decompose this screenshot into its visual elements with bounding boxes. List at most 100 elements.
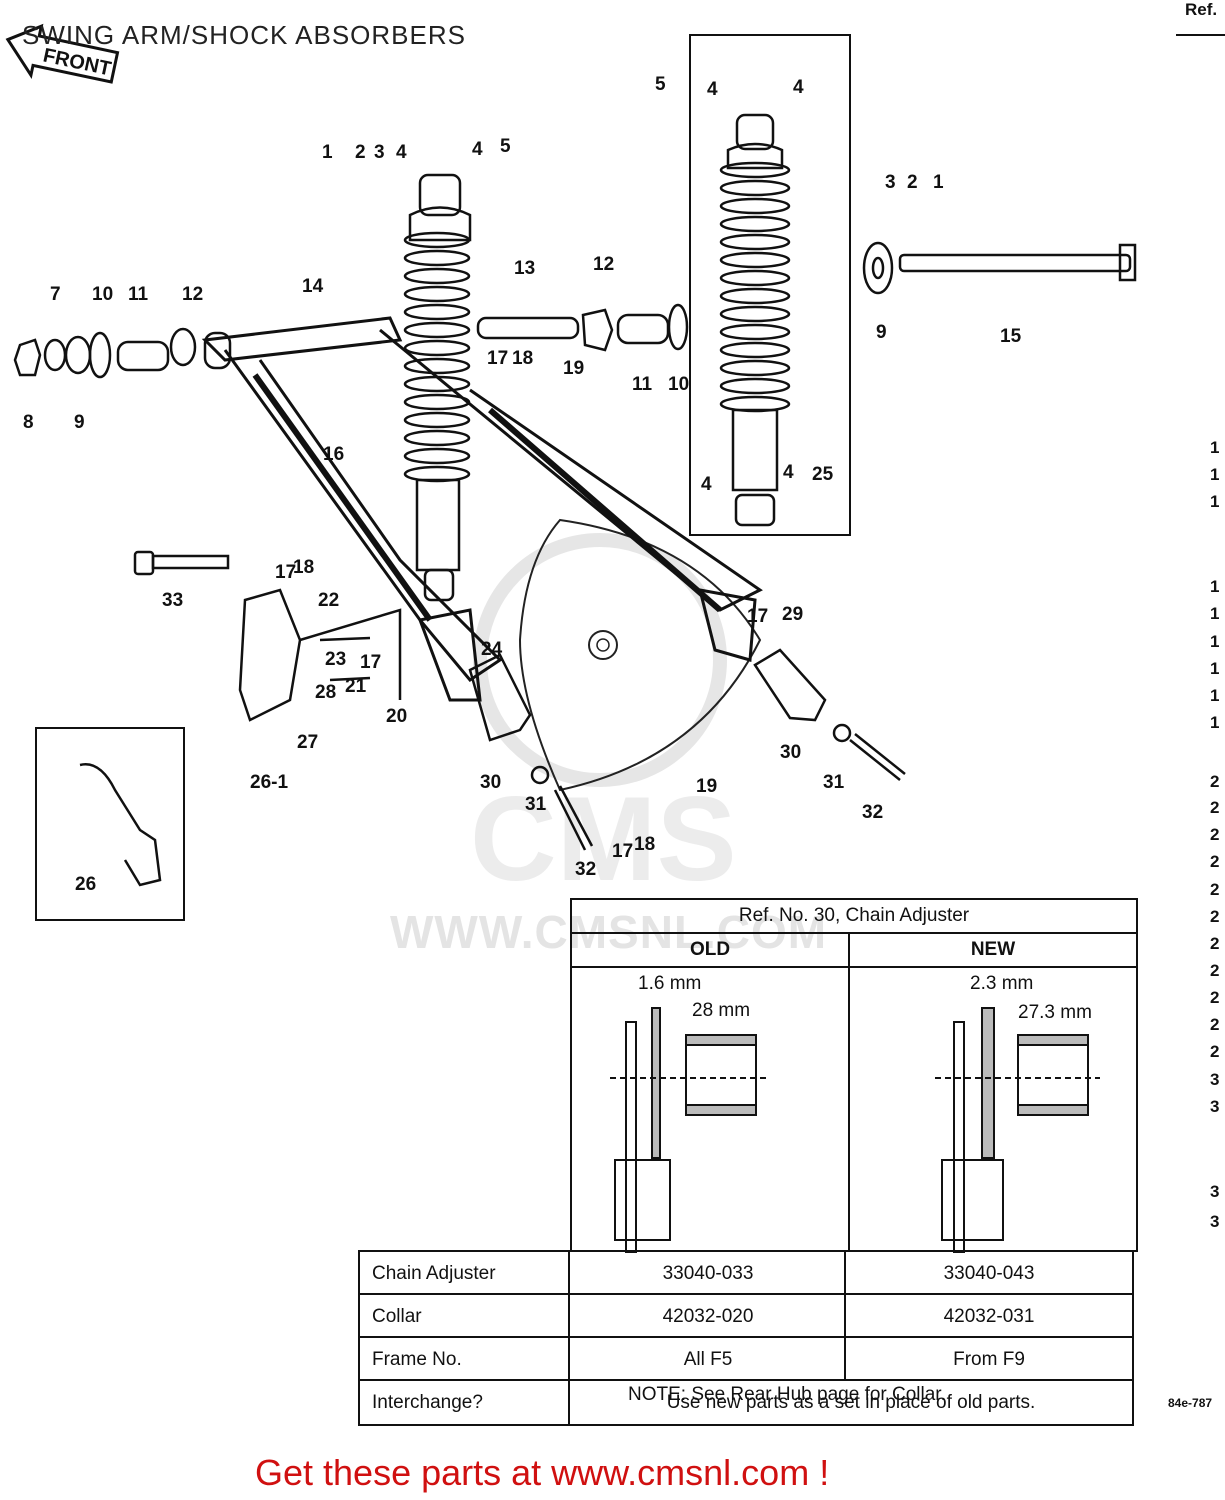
callout-27: 27 — [297, 732, 318, 753]
callout-18: 18 — [293, 557, 314, 578]
callout-4: 4 — [396, 142, 407, 163]
table-row: Chain Adjuster 33040-033 33040-043 — [360, 1252, 1132, 1295]
callout-17: 17 — [747, 606, 768, 627]
front-arrow-icon: FRONT — [5, 23, 120, 84]
edge-ref-number: 2 — [1210, 961, 1220, 980]
callout-4: 4 — [707, 79, 718, 100]
edge-ref-number: 2 — [1210, 852, 1220, 871]
edge-ref-number: 3 — [1210, 1070, 1220, 1089]
edge-ref-number: 3 — [1210, 1097, 1220, 1116]
edge-ref-number: 2 — [1210, 880, 1220, 899]
row-label: Collar — [372, 1306, 422, 1327]
pivot-bushings-center — [476, 303, 689, 352]
callout-1: 1 — [322, 142, 333, 163]
edge-ref-number: 1 — [1210, 659, 1220, 678]
callout-22: 22 — [318, 590, 339, 611]
edge-ref-number: 1 — [1210, 686, 1220, 705]
callout-9: 9 — [876, 322, 887, 343]
callout-12: 12 — [593, 254, 614, 275]
new-part-number: 33040-043 — [943, 1263, 1035, 1284]
callout-21: 21 — [345, 676, 367, 697]
edge-ref-number: 2 — [1210, 1042, 1220, 1061]
callout-30: 30 — [780, 742, 801, 763]
callout-5: 5 — [500, 136, 511, 157]
brake-link-bracket — [238, 588, 402, 722]
callout-29: 29 — [782, 604, 803, 625]
callout-18: 18 — [634, 834, 655, 855]
callout-18: 18 — [512, 348, 533, 369]
edge-ref-number: 1 — [1210, 632, 1220, 651]
callout-10: 10 — [668, 374, 689, 395]
callout-4: 4 — [472, 139, 483, 160]
edge-ref-number: 1 — [1210, 465, 1220, 484]
callout-32: 32 — [575, 859, 596, 880]
edge-ref-number: 3 — [1210, 1182, 1220, 1201]
callout-16: 16 — [323, 444, 344, 465]
edge-ref-number: 1 — [1210, 438, 1220, 457]
chain-adjuster-box: Ref. No. 30, Chain Adjuster OLD NEW — [570, 898, 1138, 1252]
callout-28: 28 — [315, 682, 336, 703]
chain-adjuster-header: Ref. No. 30, Chain Adjuster — [572, 900, 1136, 934]
new-thickness: 2.3 mm — [970, 973, 1034, 994]
callout-3: 3 — [885, 172, 896, 193]
callout-13: 13 — [514, 258, 535, 279]
edge-ref-number: 2 — [1210, 1015, 1220, 1034]
callout-17: 17 — [360, 652, 381, 673]
callout-11: 11 — [128, 284, 149, 305]
edge-ref-number: 2 — [1210, 825, 1220, 844]
callout-31: 31 — [823, 772, 845, 793]
ref-header: Ref. — [1185, 0, 1218, 19]
footer-link-text[interactable]: Get these parts at www.cmsnl.com ! — [255, 1452, 830, 1493]
callout-12: 12 — [182, 284, 203, 305]
column-divider — [848, 932, 850, 1250]
callout-17: 17 — [612, 841, 633, 862]
callout-23: 23 — [325, 649, 346, 670]
callout-2: 2 — [907, 172, 918, 193]
parts-comparison-table: Chain Adjuster 33040-033 33040-043 Colla… — [358, 1250, 1134, 1426]
table-row: Collar 42032-020 42032-031 — [360, 1295, 1132, 1338]
callout-3: 3 — [374, 142, 385, 163]
callout-2: 2 — [355, 142, 366, 163]
edge-ref-number: 2 — [1210, 934, 1220, 953]
callout-24: 24 — [481, 639, 503, 660]
chain-adjusters — [468, 648, 827, 742]
right-shock-absorber — [719, 113, 791, 527]
edge-ref-number: 2 — [1210, 798, 1220, 817]
row-label: Chain Adjuster — [372, 1263, 496, 1284]
callout-5: 5 — [655, 74, 666, 95]
callout-19: 19 — [696, 776, 717, 797]
callout-1: 1 — [933, 172, 944, 193]
callout-11: 11 — [632, 374, 653, 395]
callout-19: 19 — [563, 358, 584, 379]
table-row: Interchange? Use new parts as a set in p… — [360, 1381, 1132, 1424]
sprocket-disc — [518, 518, 762, 792]
old-column-header: OLD — [572, 932, 848, 968]
edge-ref-number: 2 — [1210, 988, 1220, 1007]
old-part-number: 33040-033 — [662, 1263, 754, 1284]
callout-30: 30 — [480, 772, 501, 793]
ref-header-rule — [1176, 34, 1225, 36]
adjuster-bolts-32 — [530, 723, 906, 851]
callout-32: 32 — [862, 802, 883, 823]
pivot-shaft — [862, 241, 1137, 295]
right-shock-spring — [719, 161, 791, 413]
edge-ref-number: 3 — [1210, 1212, 1220, 1231]
callout-26-1: 26-1 — [250, 772, 288, 793]
edge-ref-number: 1 — [1210, 604, 1220, 623]
edge-ref-number: 1 — [1210, 713, 1220, 732]
old-length: 28 mm — [692, 1000, 751, 1021]
callout-15: 15 — [1000, 326, 1022, 347]
callout-labels: 1 2 3 4 4 5 5 4 4 3 2 1 7 10 11 12 14 13… — [23, 74, 1022, 895]
callout-4: 4 — [701, 474, 712, 495]
new-frame-no: From F9 — [953, 1349, 1025, 1370]
old-part-number: 42032-020 — [662, 1306, 754, 1327]
callout-8: 8 — [23, 412, 34, 433]
new-part-number: 42032-031 — [943, 1306, 1035, 1327]
callout-31: 31 — [525, 794, 547, 815]
inset-box-26 — [35, 727, 185, 921]
callout-17: 17 — [487, 348, 508, 369]
callout-20: 20 — [386, 706, 407, 727]
new-length: 27.3 mm — [1018, 1002, 1092, 1023]
adjuster-section-old — [610, 1007, 770, 1253]
